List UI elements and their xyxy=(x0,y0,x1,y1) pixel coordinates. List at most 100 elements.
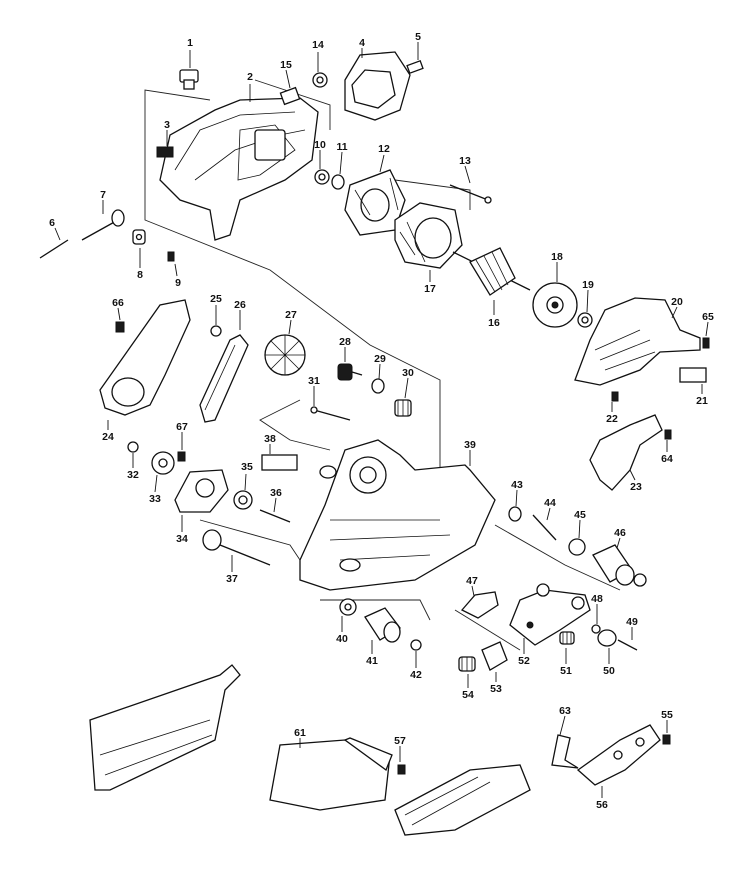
callout-46: 46 xyxy=(614,527,626,539)
callout-3: 3 xyxy=(164,119,170,131)
part-46-roller xyxy=(592,537,647,587)
callout-66: 66 xyxy=(112,297,124,309)
callout-54: 54 xyxy=(462,689,474,701)
callout-31: 31 xyxy=(308,375,320,387)
callout-44: 44 xyxy=(544,497,556,509)
callout-39: 39 xyxy=(464,439,476,451)
part-10-washer xyxy=(314,150,330,185)
assembly-guide-lines xyxy=(144,79,621,651)
callout-55: 55 xyxy=(661,709,673,721)
callout-48: 48 xyxy=(591,593,603,605)
part-56-plate xyxy=(576,724,661,798)
callout-8: 8 xyxy=(137,269,143,281)
part-33-pulley xyxy=(151,451,175,493)
part-20-front-handle xyxy=(574,297,701,386)
part-26-drive-belt xyxy=(199,310,249,423)
part-36-shaft xyxy=(259,497,291,523)
part-50-sleeve xyxy=(597,629,617,664)
callout-9: 9 xyxy=(175,277,181,289)
part-24-belt-cover xyxy=(99,299,191,430)
dust-bag xyxy=(89,664,241,791)
part-57-screw xyxy=(397,746,406,775)
callout-17: 17 xyxy=(424,283,436,295)
part-3-switch xyxy=(156,130,174,158)
part-31-bolt xyxy=(310,386,351,421)
callout-42: 42 xyxy=(410,669,422,681)
callout-13: 13 xyxy=(459,155,471,167)
callout-25: 25 xyxy=(210,293,222,305)
callout-34: 34 xyxy=(176,533,188,545)
callout-14: 14 xyxy=(312,39,324,51)
callout-11: 11 xyxy=(336,141,347,153)
callout-35: 35 xyxy=(241,461,253,473)
callout-41: 41 xyxy=(366,655,378,667)
callout-16: 16 xyxy=(488,317,500,329)
callout-30: 30 xyxy=(402,367,414,379)
part-47-lever xyxy=(460,585,499,619)
callout-23: 23 xyxy=(630,481,642,493)
callout-1: 1 xyxy=(187,37,193,49)
callout-65: 65 xyxy=(702,311,714,323)
part-17-baffle xyxy=(394,202,463,282)
part-34-bearing-box xyxy=(174,469,229,532)
part-15-carbon-brush xyxy=(279,69,301,106)
part-21-label xyxy=(679,367,707,394)
part-2-motor-housing xyxy=(159,84,319,241)
part-4-rear-cover xyxy=(344,48,411,121)
part-66-screw xyxy=(115,307,125,333)
part-19-bearing xyxy=(577,289,593,328)
callout-2: 2 xyxy=(247,71,253,83)
part-12-field xyxy=(344,154,406,236)
part-14-bearing xyxy=(312,52,328,88)
callout-12: 12 xyxy=(378,143,390,155)
callout-32: 32 xyxy=(127,469,139,481)
callout-63: 63 xyxy=(559,705,571,717)
part-49-bolt xyxy=(617,627,638,651)
part-35-bearing xyxy=(233,473,253,510)
callout-47: 47 xyxy=(466,575,478,587)
callout-19: 19 xyxy=(582,279,594,291)
callout-15: 15 xyxy=(280,59,292,71)
part-27-fan xyxy=(264,319,306,376)
callout-21: 21 xyxy=(696,395,708,407)
part-42-nut xyxy=(410,639,422,668)
callout-22: 22 xyxy=(606,413,618,425)
part-61-graphite-plate xyxy=(269,737,393,811)
part-53-sleeve xyxy=(481,641,508,682)
part-9-screw xyxy=(167,251,178,277)
part-22-screw xyxy=(611,391,619,412)
callout-4: 4 xyxy=(359,37,365,49)
callout-64: 64 xyxy=(661,453,673,465)
callout-33: 33 xyxy=(149,493,161,505)
callout-43: 43 xyxy=(511,479,523,491)
callout-26: 26 xyxy=(234,299,246,311)
part-45-washer xyxy=(568,519,586,556)
part-25-nut xyxy=(210,305,222,337)
callout-27: 27 xyxy=(285,309,297,321)
part-41-roller xyxy=(364,607,401,654)
part-18-fan-gear xyxy=(532,262,578,328)
callout-28: 28 xyxy=(339,336,351,348)
part-48-washer xyxy=(591,604,601,634)
part-52-lever-plate xyxy=(509,583,591,654)
callout-67: 67 xyxy=(176,421,188,433)
callout-6: 6 xyxy=(49,217,55,229)
part-32-nut xyxy=(127,441,139,468)
part-5-screw xyxy=(406,42,424,74)
part-54-spring xyxy=(458,656,476,688)
part-51-spring xyxy=(559,631,575,664)
part-43-washer xyxy=(508,489,522,522)
part-39-gear-housing xyxy=(299,439,496,591)
part-7-side-handle xyxy=(81,200,125,241)
part-44-pin xyxy=(532,507,557,541)
part-63-clip xyxy=(551,715,579,769)
callout-10: 10 xyxy=(314,139,326,151)
callout-24: 24 xyxy=(102,431,114,443)
callout-50: 50 xyxy=(603,665,615,677)
part-40-bearing xyxy=(339,598,357,632)
callout-61: 61 xyxy=(294,727,306,739)
part-55-screw xyxy=(662,720,671,745)
callout-18: 18 xyxy=(551,251,563,263)
part-23-bracket xyxy=(589,414,663,491)
